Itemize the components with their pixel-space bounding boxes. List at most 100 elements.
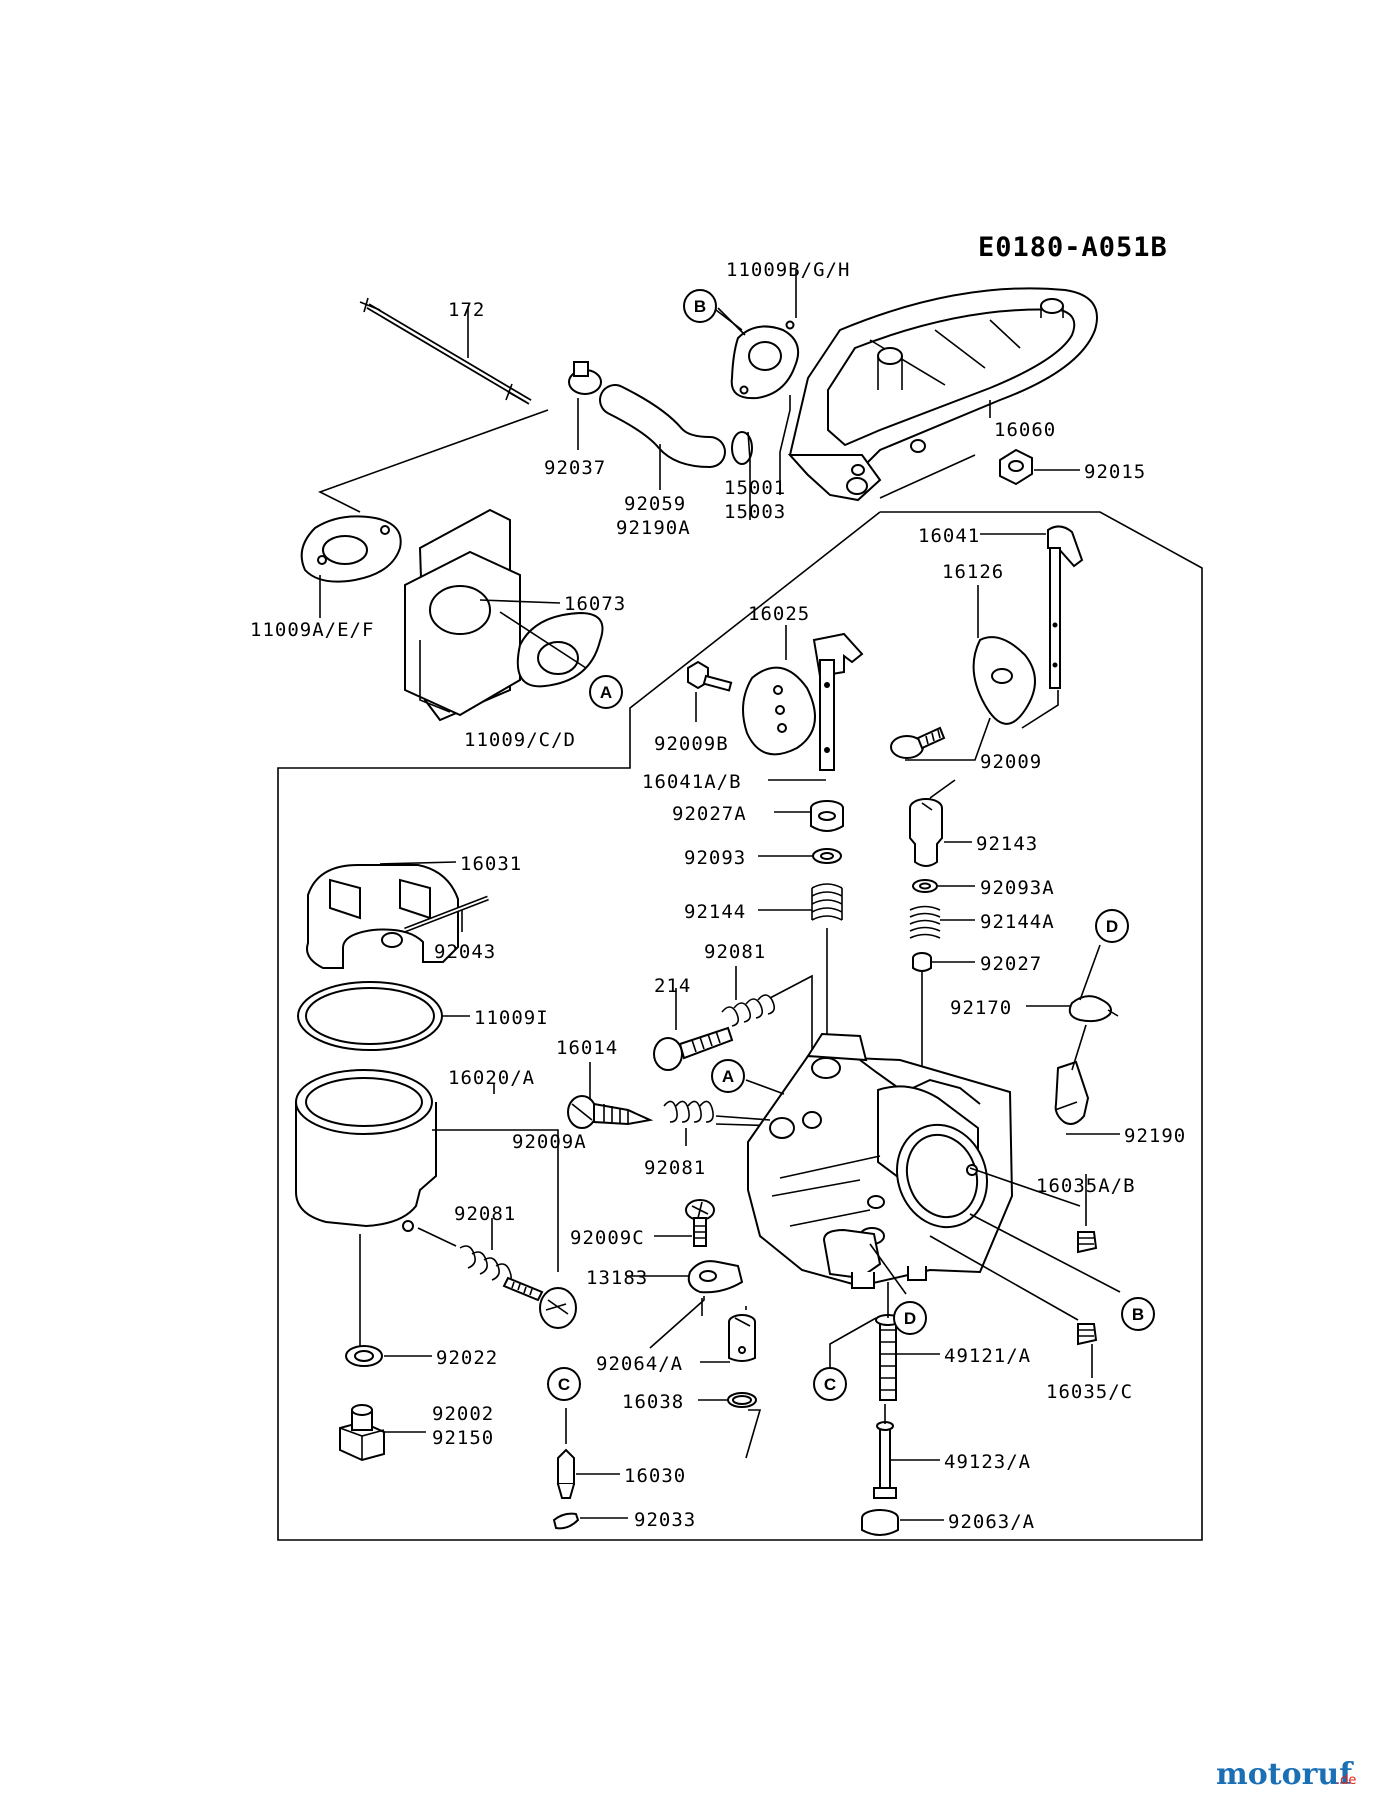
leader-172 [317, 306, 549, 513]
leader-92081-lower [417, 1218, 493, 1250]
part-label-214: 214 [654, 975, 691, 997]
part-label-16025: 16025 [748, 603, 810, 625]
leader-92027 [921, 961, 975, 1078]
choke-shaft-part-16041 [1047, 525, 1084, 689]
part-label-92144a: 92144A [980, 911, 1055, 933]
screw-part-92009c [685, 1199, 715, 1247]
leader-16035ab [969, 1167, 1087, 1226]
ref-circle-a-body: A [711, 1059, 745, 1093]
part-label-15001: 15001 [724, 477, 786, 499]
main-jet-part-92063a [861, 1509, 899, 1536]
part-label-11009aef: 11009A/E/F [250, 619, 374, 641]
emulsion-tube-part-49121a [875, 1314, 901, 1401]
clip-part-92033 [552, 1512, 580, 1530]
part-label-49123a: 49123/A [944, 1451, 1031, 1473]
carburetor-body [747, 1032, 1014, 1289]
part-label-92009a: 92009A [512, 1131, 587, 1153]
part-label-92033: 92033 [634, 1509, 696, 1531]
nut-part-92015 [999, 448, 1033, 486]
float-bowl-part-16020a [295, 1069, 437, 1232]
part-label-92043: 92043 [434, 941, 496, 963]
spring-part-92081-top [721, 994, 776, 1027]
screw-part-16014 [567, 1095, 654, 1129]
part-label-92002: 92002 [432, 1403, 494, 1425]
leader-16060 [779, 395, 991, 495]
leader-16041-link [1021, 690, 1059, 729]
o-ring-part-16038 [727, 1392, 757, 1408]
part-label-16014: 16014 [556, 1037, 618, 1059]
throttle-shaft-part-16041ab [812, 632, 864, 771]
seal-part-92027 [912, 952, 932, 972]
part-label-11009bgh: 11009B/G/H [726, 259, 850, 281]
ref-circle-d-right: D [1095, 909, 1129, 943]
watermark-text: motoruf [1216, 1757, 1354, 1792]
part-label-92064a: 92064/A [596, 1353, 683, 1375]
part-label-11009i: 11009I [474, 1007, 549, 1029]
part-label-92037: 92037 [544, 457, 606, 479]
leader-16020a [432, 1084, 559, 1272]
part-label-92059: 92059 [624, 493, 686, 515]
part-label-92009b: 92009B [654, 733, 729, 755]
needle-part-16030 [557, 1448, 575, 1499]
spring-part-92144a [909, 905, 941, 939]
leader-circle-d-92170 [1079, 944, 1101, 1001]
svg-text:B: B [694, 297, 706, 316]
svg-text:B: B [1132, 1305, 1144, 1324]
part-label-92027: 92027 [980, 953, 1042, 975]
part-label-92190: 92190 [1124, 1125, 1186, 1147]
part-label-92081-low: 92081 [454, 1203, 516, 1225]
leader-circle-b-top [715, 309, 743, 331]
svg-text:D: D [1106, 917, 1118, 936]
part-label-16041ab: 16041A/B [642, 771, 742, 793]
choke-plate-part-16126 [972, 636, 1036, 725]
part-label-92015: 92015 [1084, 461, 1146, 483]
ref-circle-b-body: B [1121, 1297, 1155, 1331]
leader-49123a [884, 1404, 940, 1461]
part-label-16041: 16041 [918, 525, 980, 547]
leader-92190 [1066, 1024, 1120, 1135]
screw-part-92009b [687, 660, 733, 692]
part-label-16030: 16030 [624, 1465, 686, 1487]
o-ring-part-11009i [297, 981, 443, 1051]
part-label-16126: 16126 [942, 561, 1004, 583]
leader-92009 [905, 717, 991, 761]
air-cleaner-base-part-16060 [787, 287, 1098, 502]
leader-16031 [379, 861, 457, 865]
screw-part-16035ab [1077, 1231, 1098, 1254]
part-label-92063a: 92063/A [948, 1511, 1035, 1533]
part-label-16020a: 16020/A [448, 1067, 535, 1089]
screw-part-16035c [1077, 1323, 1098, 1346]
leader-jets-group [649, 1296, 762, 1459]
part-label-92150: 92150 [432, 1427, 494, 1449]
gasket-part-11009bgh [730, 320, 799, 400]
part-label-92022: 92022 [436, 1347, 498, 1369]
part-label-16038: 16038 [622, 1391, 684, 1413]
part-label-16031: 16031 [460, 853, 522, 875]
part-label-16060: 16060 [994, 419, 1056, 441]
svg-text:A: A [722, 1067, 734, 1086]
tube-part-92190 [1054, 1060, 1090, 1125]
svg-text:C: C [824, 1375, 836, 1394]
screw-part-214 [653, 1026, 734, 1071]
part-label-92093: 92093 [684, 847, 746, 869]
clamp-part-92037 [568, 361, 602, 395]
part-label-15003: 15003 [724, 501, 786, 523]
screw-part-92009 [890, 726, 946, 759]
ref-circle-c-left: C [547, 1367, 581, 1401]
part-label-16073: 16073 [564, 593, 626, 615]
jet-part-49123a [873, 1421, 897, 1499]
part-label-92093a: 92093A [980, 877, 1055, 899]
leader-92081-top [735, 966, 813, 1056]
part-label-92170: 92170 [950, 997, 1012, 1019]
leader-15001 [747, 431, 976, 520]
svg-text:C: C [558, 1375, 570, 1394]
spring-part-92081-lower [459, 1245, 512, 1287]
bushing-part-92027a [810, 800, 844, 832]
gasket-part-11009aef [300, 515, 402, 583]
float-part-16031 [306, 864, 459, 969]
leader-49121a [829, 1282, 940, 1368]
part-label-172: 172 [448, 299, 485, 321]
part-label-92009: 92009 [980, 751, 1042, 773]
part-label-92009c: 92009C [570, 1227, 645, 1249]
